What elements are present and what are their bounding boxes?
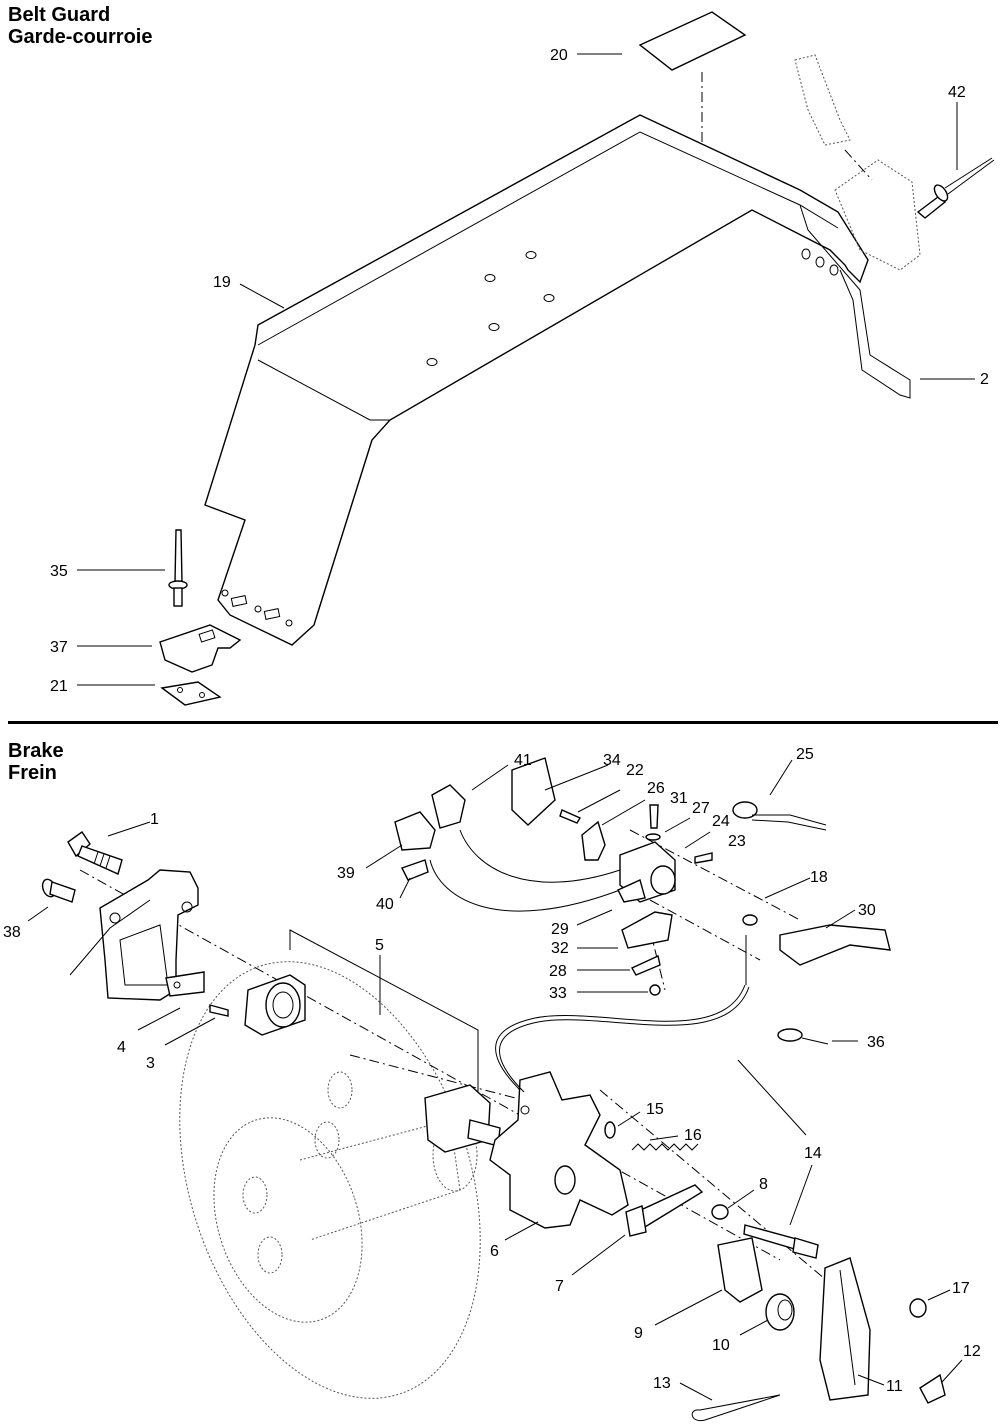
brake-pad-part	[244, 974, 306, 1036]
brake-cable-part	[495, 984, 746, 1091]
callout-22: 22	[626, 762, 644, 779]
callouts: 20 42 19 2 35 37 21 41 34 22 26 31 27 24…	[3, 47, 989, 1401]
callout-37: 37	[50, 639, 68, 656]
callout-31: 31	[670, 790, 688, 807]
pin-part	[691, 1394, 781, 1422]
bracket-outline	[834, 159, 921, 271]
nut-part	[711, 1204, 729, 1220]
callout-39: 39	[337, 865, 355, 882]
spring-29-part	[617, 879, 646, 903]
belt-guard-title-en: Belt Guard	[8, 4, 111, 26]
callout-15: 15	[646, 1101, 664, 1118]
bolt-38-part	[41, 878, 76, 903]
wire-harness	[459, 829, 621, 883]
callout-26: 26	[647, 780, 665, 797]
callout-14: 14	[804, 1145, 822, 1162]
callout-25: 25	[796, 746, 814, 763]
caliper-part	[489, 1071, 629, 1229]
washer-part	[645, 833, 661, 841]
knob-part	[765, 1293, 795, 1331]
rivet-35-part	[174, 529, 183, 583]
callout-18: 18	[810, 869, 828, 886]
screw-31-part	[649, 804, 659, 829]
clip-28-part	[631, 955, 661, 976]
cover-part	[819, 1257, 871, 1401]
callout-30: 30	[858, 902, 876, 919]
sensor-part	[732, 801, 758, 819]
screw-23-part	[694, 852, 713, 864]
callout-11: 11	[886, 1378, 903, 1395]
callout-19: 19	[213, 274, 231, 291]
callout-9: 9	[634, 1325, 643, 1342]
belt-guard-title: Belt Guard Garde-courroie	[8, 4, 152, 48]
belt-guard-part	[204, 114, 869, 646]
cable-tie-part	[777, 1028, 803, 1042]
callout-10: 10	[712, 1337, 730, 1354]
callout-21: 21	[50, 678, 68, 695]
callout-13: 13	[653, 1375, 671, 1392]
bracket-26-part	[581, 820, 606, 861]
rivet-part	[916, 196, 947, 219]
callout-24: 24	[712, 813, 730, 830]
callout-35: 35	[50, 563, 68, 580]
bolt-part	[67, 831, 123, 875]
belt-guard-title-fr: Garde-courroie	[8, 26, 153, 48]
decal-part	[638, 11, 747, 71]
connector-39-part	[394, 811, 436, 851]
block-32-part	[621, 911, 673, 949]
callout-36: 36	[867, 1034, 885, 1051]
callout-28: 28	[549, 963, 567, 980]
callout-42: 42	[948, 84, 966, 101]
callout-41: 41	[514, 752, 532, 769]
brake-title-en: Brake	[8, 740, 64, 762]
callout-27: 27	[692, 800, 710, 817]
section-divider	[8, 721, 998, 724]
callout-34: 34	[603, 752, 621, 769]
sprocket-disc	[179, 961, 481, 1399]
brake-housing-part	[99, 869, 199, 1001]
clip-4-part	[165, 971, 205, 997]
callout-16: 16	[684, 1127, 702, 1144]
brake-pad-stud-part	[424, 1084, 501, 1153]
callout-20: 20	[550, 47, 568, 64]
callout-1: 1	[150, 811, 159, 828]
callout-32: 32	[551, 940, 569, 957]
callout-7: 7	[555, 1278, 564, 1295]
screw-part	[209, 1004, 229, 1017]
callout-17: 17	[952, 1280, 970, 1297]
callout-23: 23	[728, 833, 746, 850]
brake-drawing	[41, 757, 946, 1422]
callout-3: 3	[146, 1055, 155, 1072]
nut-17-part	[909, 1298, 927, 1318]
plate-9-part	[717, 1237, 763, 1303]
callout-6: 6	[490, 1243, 499, 1260]
callout-33: 33	[549, 985, 567, 1002]
clip-15-part	[604, 1121, 616, 1139]
brake-handle-part	[779, 924, 891, 966]
callout-29: 29	[551, 921, 569, 938]
callout-2: 2	[980, 371, 989, 388]
callout-38: 38	[3, 924, 21, 941]
plate-part	[160, 681, 222, 706]
clip-part	[159, 624, 242, 673]
screw-22-part	[559, 809, 582, 824]
callout-4: 4	[117, 1039, 126, 1056]
spring-part	[631, 1143, 699, 1151]
clip-12-part	[919, 1373, 946, 1404]
grommet-part	[511, 757, 556, 826]
callout-5: 5	[375, 937, 384, 954]
belt-guard-drawing	[159, 11, 995, 706]
callout-40: 40	[376, 896, 394, 913]
terminal-part	[401, 859, 429, 881]
callout-12: 12	[963, 1343, 981, 1360]
washer-33-part	[649, 984, 661, 996]
clip-18-part	[742, 914, 758, 926]
connector-41-part	[431, 784, 466, 829]
callout-8: 8	[759, 1176, 768, 1193]
brake-title-fr: Frein	[8, 762, 57, 784]
brake-title: Brake Frein	[8, 740, 64, 784]
